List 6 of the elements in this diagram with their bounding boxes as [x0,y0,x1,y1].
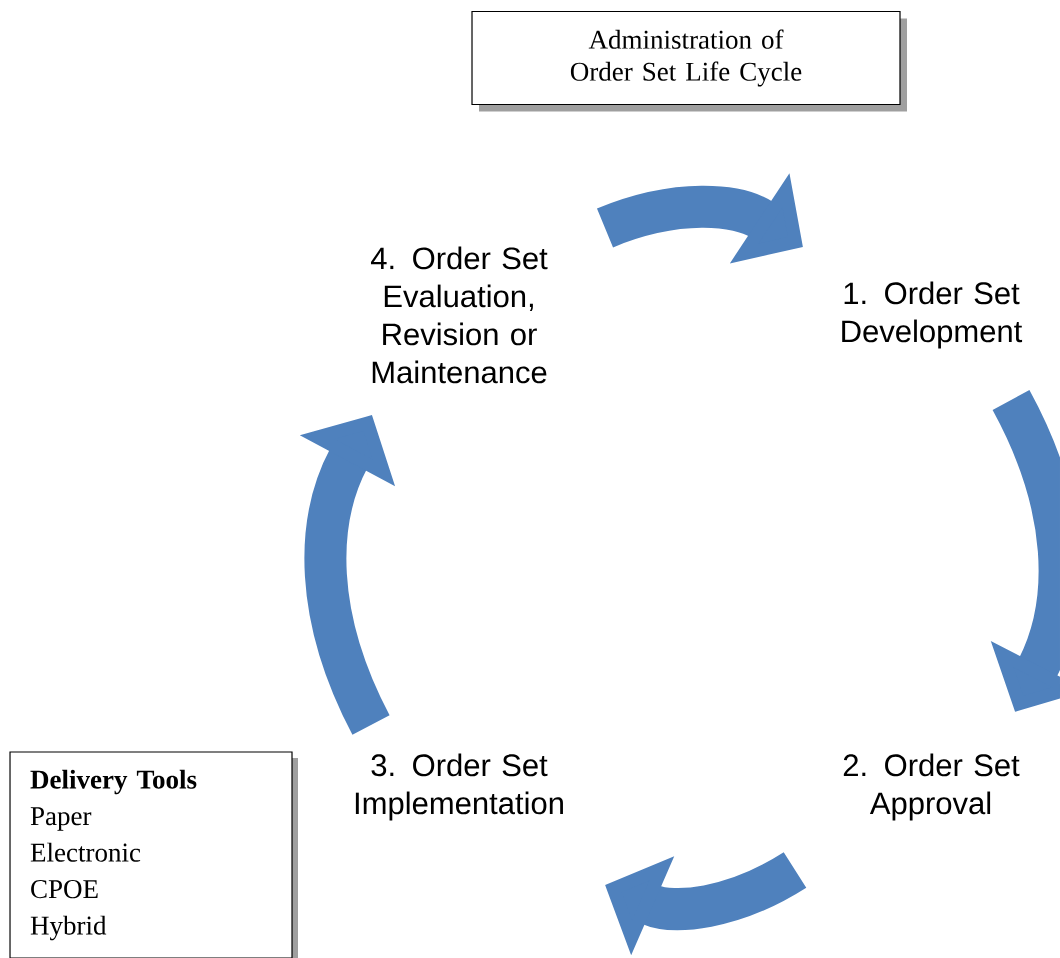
list-box: Delivery Tools Paper Electronic CPOE Hybrid [9,751,298,958]
stage-label: 4. Order Set Evaluation, Revision or Maintenance [371,246,548,384]
stage-label: 1. Order Set Development [842,281,1023,349]
stage-label: 3. Order Set Implementation [355,753,563,821]
stage-label: 2. Order Set Approval [843,753,1020,821]
title-box: Administration of Order Set Life Cycle [471,10,907,112]
